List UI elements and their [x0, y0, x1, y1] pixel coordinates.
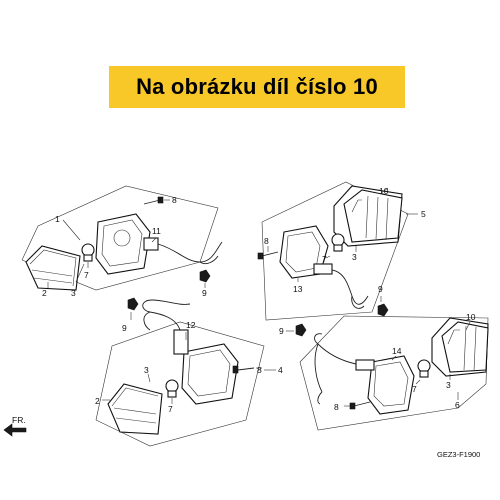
nut-upper-right-b: [295, 323, 307, 337]
banner-text: Na obrázku díl číslo 10: [136, 74, 378, 99]
callout-3: 3: [71, 288, 76, 298]
diagram-code: GEZ3-F1900: [437, 450, 480, 459]
callout-13: 13: [293, 284, 303, 294]
wire-lower-left: [142, 299, 191, 331]
upper-left-assembly: 1 8 11 7 2 3 9: [21, 185, 223, 298]
wire-upper-right: [331, 269, 369, 305]
lower-left-assembly: 9 12 4 8 3 2 7: [95, 297, 283, 447]
front-arrow-icon: [3, 423, 27, 437]
callout-3: 3: [352, 252, 357, 262]
callout-7: 7: [412, 384, 417, 394]
callout-7: 7: [84, 270, 89, 280]
group-outline-lower-left: [95, 321, 265, 447]
screw-upper-right: [261, 251, 279, 257]
callout-8: 8: [257, 365, 262, 375]
callout-5: 5: [421, 209, 426, 219]
callout-7: 7: [322, 254, 327, 264]
callout-9: 9: [122, 323, 127, 333]
wire-lower-right: [314, 333, 357, 365]
housing-lower-right: [367, 355, 415, 415]
group-outline-lower-right: [299, 315, 489, 431]
bulb-lower-right: [417, 359, 431, 373]
lens-lower-left: [107, 383, 163, 435]
callout-11: 11: [152, 226, 161, 236]
callout-4: 4: [278, 365, 283, 375]
callout-2: 2: [42, 288, 47, 298]
housing-upper-left: [95, 213, 151, 275]
callout-9: 9: [202, 288, 207, 298]
callout-9: 9: [378, 284, 383, 294]
callout-12: 12: [186, 320, 196, 330]
callout-10: 10: [466, 312, 476, 322]
lower-right-assembly: 10 14 7 3 8 6: [299, 312, 489, 431]
screw-upper-left: [143, 199, 161, 205]
nut-lower-left: [127, 297, 139, 311]
callout-8: 8: [172, 195, 177, 205]
lens-upper-right-part-10: [343, 189, 403, 243]
screw-lower-left: [237, 367, 255, 371]
bulb-upper-right: [331, 233, 345, 247]
group-outline-upper-right: [261, 181, 409, 321]
bulb-lower-left: [165, 379, 179, 393]
front-direction-marker: FR.: [3, 415, 27, 437]
callout-8: 8: [264, 236, 269, 246]
nut-upper-left: [199, 269, 211, 283]
callout-1: 1: [55, 214, 60, 224]
group-outline-upper-left: [21, 185, 219, 291]
screw-lower-right: [353, 401, 371, 407]
part-number-banner: Na obrázku díl číslo 10: [109, 66, 405, 108]
callout-3: 3: [446, 380, 451, 390]
callout-2: 2: [95, 396, 100, 406]
callout-3: 3: [144, 365, 149, 375]
callout-6: 6: [455, 400, 460, 410]
lens-ribs: [29, 249, 77, 287]
bulb-upper-left: [81, 243, 95, 257]
callout-14: 14: [392, 346, 402, 356]
upper-right-assembly: 10 5 8 7 3 13 9 9: [257, 181, 426, 337]
housing-lower-left: [181, 343, 239, 405]
lens-upper-left: [25, 245, 81, 291]
callout-8: 8: [334, 402, 339, 412]
front-label: FR.: [12, 415, 26, 425]
callout-7: 7: [168, 404, 173, 414]
callout-10: 10: [379, 186, 389, 196]
wire-upper-left: [157, 241, 223, 263]
callout-9: 9: [279, 326, 284, 336]
nut-upper-right-a: [377, 303, 389, 317]
